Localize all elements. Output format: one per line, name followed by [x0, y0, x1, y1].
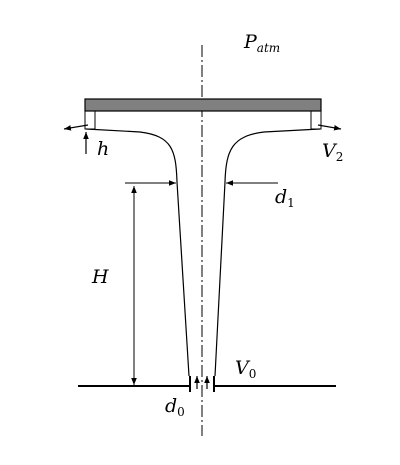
label-atmospheric-pressure: Patm	[243, 31, 280, 55]
impingement-plate	[84, 98, 322, 112]
label-gap-height: h	[97, 138, 109, 160]
label-nozzle-diameter: d0	[165, 395, 185, 419]
jet-boundary-left	[85, 128, 190, 377]
label-inlet-velocity: V0	[235, 357, 256, 381]
outflow-arrow-right	[317, 124, 342, 131]
outflow-arrow-left	[63, 124, 89, 131]
label-exit-velocity: V2	[322, 140, 343, 164]
jet-boundary-right	[214, 128, 321, 377]
plate-edge-left	[84, 110, 96, 130]
label-jet-diameter: d1	[275, 186, 295, 210]
plate-edge-right	[310, 110, 322, 130]
label-height: H	[91, 266, 109, 288]
